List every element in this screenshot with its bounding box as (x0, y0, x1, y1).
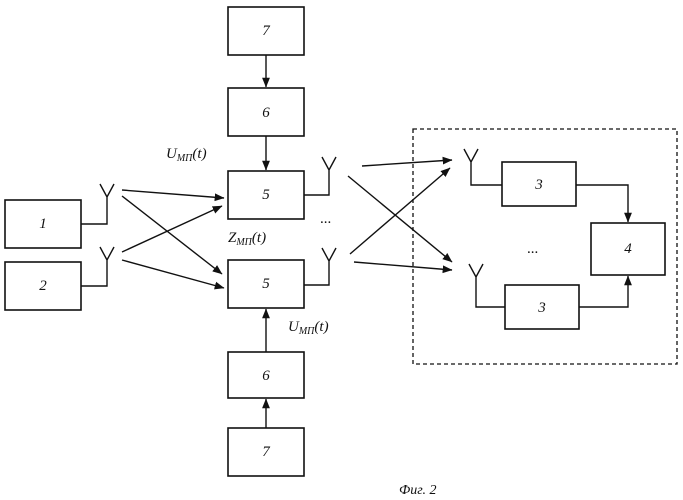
arrow-5-lower-to-3-upper (350, 168, 450, 254)
antenna-icon (81, 247, 114, 286)
block-2: 2 (5, 262, 81, 310)
arrow-1-to-5-upper (122, 190, 224, 198)
arrow-3-upper-to-4 (576, 185, 628, 222)
arrow-5-lower-to-3-lower (354, 262, 452, 270)
figure-caption: Фиг. 2 (399, 483, 437, 498)
arrow-3-lower-to-4 (579, 276, 628, 307)
block-7-upper: 7 (228, 7, 304, 55)
antenna-icon (81, 184, 114, 224)
block-4: 4 (591, 223, 665, 275)
signal-label-z: ZМП(t) (228, 230, 266, 248)
block-2-label: 2 (39, 278, 47, 294)
signal-label-u-lower: UМП(t) (288, 319, 329, 337)
block-3-upper: 3 (502, 162, 576, 206)
antenna-icon (464, 149, 502, 185)
antenna-icon (304, 157, 336, 195)
block-4-label: 4 (624, 241, 632, 257)
block-5-lower-label: 5 (262, 276, 270, 292)
block-6-upper-label: 6 (262, 105, 270, 121)
block-5-lower: 5 (228, 260, 304, 308)
arrow-2-to-5-upper (122, 206, 222, 252)
block-3-lower: 3 (505, 285, 579, 329)
block-6-lower-label: 6 (262, 368, 270, 384)
block-6-lower: 6 (228, 352, 304, 398)
block-5-upper: 5 (228, 171, 304, 219)
block-6-upper: 6 (228, 88, 304, 136)
antenna-icon (304, 248, 336, 285)
block-7-lower: 7 (228, 428, 304, 476)
ellipsis-right: ... (527, 241, 538, 257)
signal-label-u-upper: UМП(t) (166, 146, 207, 164)
arrow-5-upper-to-3-upper (362, 160, 452, 166)
arrow-5-upper-to-3-lower (348, 176, 452, 262)
arrow-1-to-5-lower (122, 196, 222, 274)
block-1-label: 1 (39, 216, 47, 232)
block-5-upper-label: 5 (262, 187, 270, 203)
ellipsis-middle: ... (320, 211, 331, 227)
block-3-upper-label: 3 (534, 177, 543, 193)
block-1: 1 (5, 200, 81, 248)
antenna-icon (469, 264, 505, 307)
block-3-lower-label: 3 (537, 300, 546, 316)
